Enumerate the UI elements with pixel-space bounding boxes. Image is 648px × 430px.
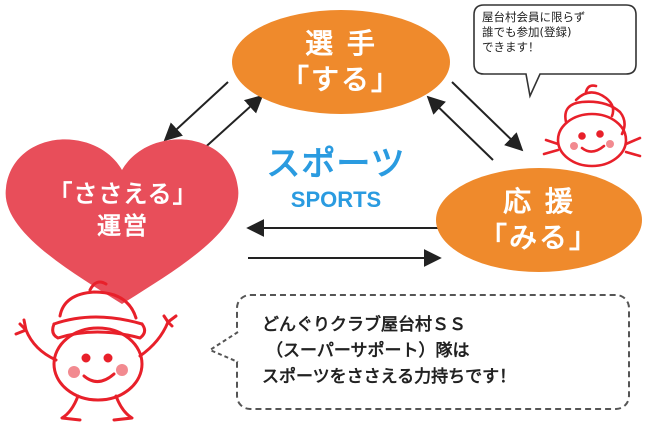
node-player-role: 「する」 [280, 63, 401, 96]
node-management-role: 「ささえる」 [48, 180, 198, 208]
center-title-en: SPORTS [290, 187, 382, 212]
arrow-management-to-player [199, 94, 264, 153]
acorn-mascot-small-icon [542, 84, 642, 168]
top-bubble-line-2: 誰でも参加(登録) [482, 25, 572, 39]
node-management: 「ささえる」 運営 [8, 178, 238, 242]
node-management-title: 運営 [97, 212, 149, 240]
top-bubble-shape [473, 4, 637, 99]
bottom-speech-text: どんぐりクラブ屋台村ＳＳ （スーパーサポート）隊は スポーツをささえる力持ちです… [262, 312, 516, 390]
center-label: スポーツ SPORTS [262, 136, 410, 213]
node-player: 選 手 「する」 [232, 10, 450, 114]
arrow-player-to-management [163, 81, 229, 142]
node-audience: 応 援 「みる」 [436, 168, 642, 272]
top-bubble-text: 屋台村会員に限らず 誰でも参加(登録) できます！ [482, 10, 585, 55]
top-bubble-line-1: 屋台村会員に限らず [482, 10, 586, 24]
top-bubble-line-3: できます！ [482, 40, 540, 54]
heart-shape [5, 139, 239, 304]
arrow-audience-to-player [426, 95, 494, 161]
bottom-speech-line-3: スポーツをささえる力持ちです！ [262, 367, 517, 387]
acorn-mascot-large-icon [14, 280, 178, 422]
bottom-speech-pointer [207, 331, 241, 363]
arrow-player-to-audience [451, 81, 524, 152]
center-title-jp: スポーツ [266, 144, 406, 184]
node-audience-title: 応 援 [503, 185, 575, 218]
bottom-speech-box [236, 294, 630, 410]
bottom-speech-line-2: （スーパーサポート）隊は [266, 341, 470, 361]
node-player-title: 選 手 [305, 27, 377, 60]
bottom-speech-line-1: どんぐりクラブ屋台村ＳＳ [262, 315, 466, 335]
node-audience-role: 「みる」 [478, 221, 599, 254]
